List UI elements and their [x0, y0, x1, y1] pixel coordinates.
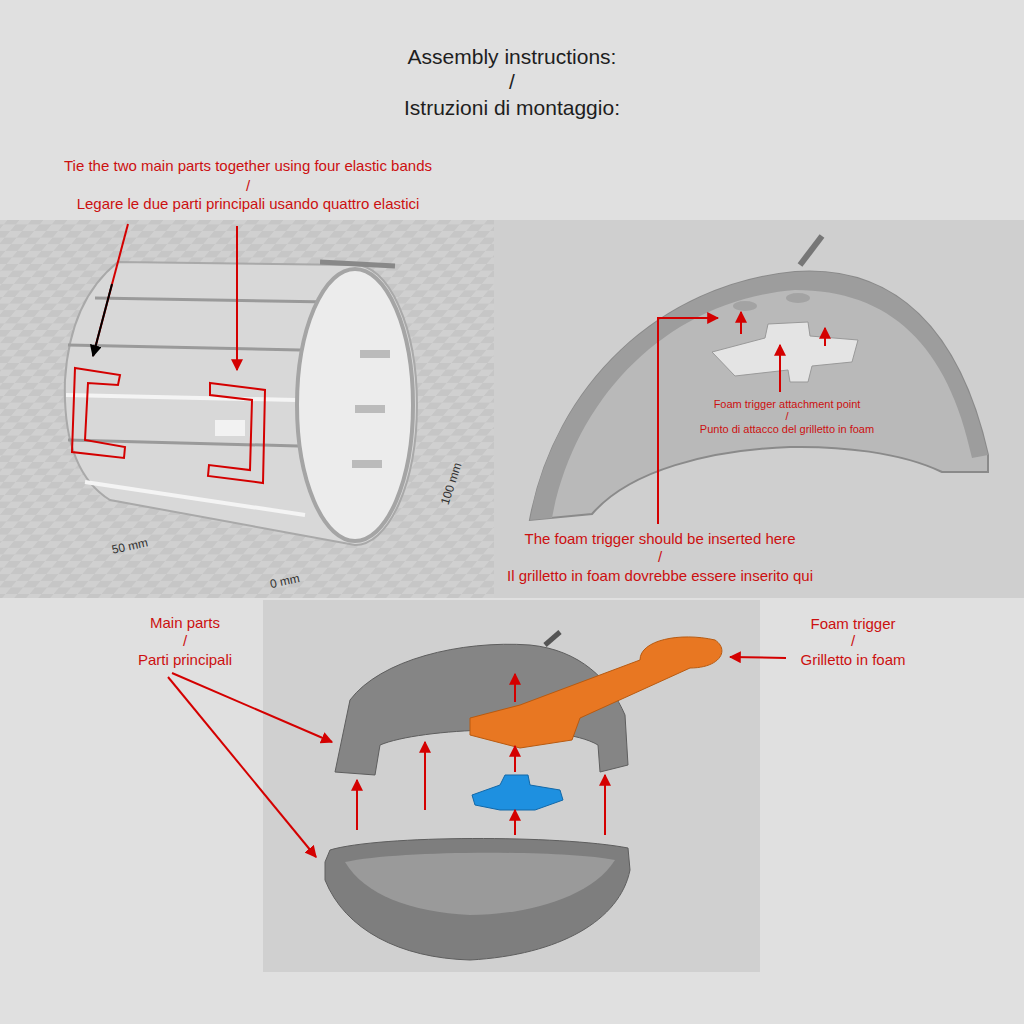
callout-separator: /: [246, 177, 250, 194]
exploded-view: [168, 632, 786, 960]
leader-line: [172, 673, 332, 742]
hole: [786, 293, 810, 303]
peg: [800, 236, 822, 265]
leader-line: [236, 226, 238, 370]
peg: [320, 262, 395, 266]
hole: [733, 301, 757, 311]
leader-line: [93, 224, 128, 356]
title: Assembly instructions:: [408, 45, 617, 69]
leader-line: [93, 284, 112, 356]
callout-separator: /: [183, 632, 187, 649]
slot: [215, 420, 245, 436]
title-translation: Istruzioni di montaggio:: [404, 96, 620, 120]
callout-text: Parti principali: [138, 651, 232, 668]
callout-text: Tie the two main parts together using fo…: [64, 157, 432, 174]
arrow: [424, 742, 426, 810]
arrow: [740, 312, 742, 334]
callout-text: Foam trigger: [810, 615, 895, 632]
rail: [85, 482, 305, 515]
upper-half-shell: [530, 236, 988, 524]
callout-separator: /: [658, 548, 662, 565]
attachment-part: [472, 775, 563, 810]
peg: [545, 632, 560, 645]
notch: [355, 405, 385, 413]
arrow: [779, 345, 781, 392]
callout-separator: /: [851, 632, 855, 649]
leader-line: [730, 657, 786, 658]
notch: [360, 350, 390, 358]
notch: [352, 460, 382, 468]
shell-rim: [530, 271, 988, 520]
render-panel: [263, 600, 760, 972]
arrow: [514, 746, 516, 772]
callout-text: Grilletto in foam: [800, 651, 905, 668]
callout-text: Il grilletto in foam dovrebbe essere ins…: [507, 567, 813, 584]
arrow: [514, 810, 516, 835]
rail: [95, 298, 330, 302]
callout-text: Main parts: [150, 614, 220, 631]
callout-text: Punto di attacco del grilletto in foam: [700, 423, 874, 436]
arrow: [604, 775, 606, 835]
callout-text: The foam trigger should be inserted here: [525, 530, 796, 547]
render-panel: [0, 220, 494, 598]
band-outline: [208, 383, 265, 483]
band-outline: [72, 368, 125, 458]
shell-inner: [345, 853, 615, 915]
arrow: [824, 328, 826, 346]
cylinder-opening: [297, 269, 413, 541]
cylinder-body: [65, 262, 417, 545]
assembled-cylinder: [65, 224, 417, 545]
render-panel: [494, 220, 1024, 598]
leader-line: [168, 677, 316, 857]
attachment-plate: [712, 322, 858, 382]
lower-shell: [325, 838, 630, 960]
leader-line: [658, 318, 718, 524]
callout-separator: /: [785, 410, 788, 423]
rail: [66, 395, 296, 400]
callout-text: Foam trigger attachment point: [714, 398, 861, 411]
shell-body: [530, 271, 988, 520]
arrow: [356, 780, 358, 830]
arrow: [514, 674, 516, 702]
title-separator: /: [509, 70, 515, 94]
callout-text: Legare le due parti principali usando qu…: [77, 195, 420, 212]
rail: [68, 345, 300, 350]
foam-trigger: [470, 637, 722, 748]
